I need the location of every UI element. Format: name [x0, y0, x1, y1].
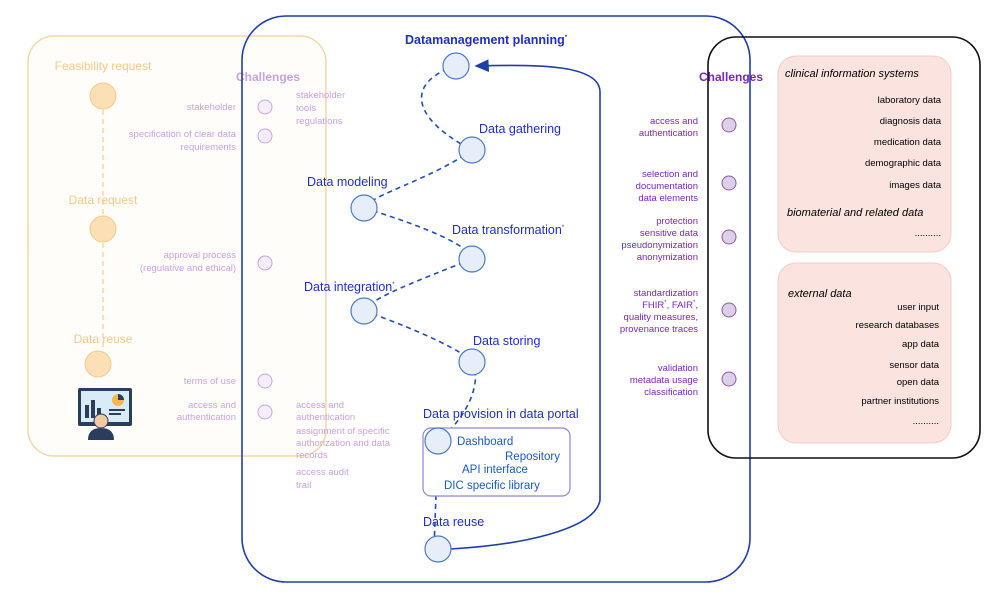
challenge-access: authentication — [177, 412, 236, 423]
data-portal-box — [422, 427, 571, 497]
subitem-assignment: records — [296, 450, 328, 461]
challenge-specification: requirements — [181, 142, 237, 153]
lifecycle-node-provision — [424, 427, 452, 455]
source-item: research databases — [856, 320, 940, 331]
challenge-terms-of-use: terms of use — [184, 376, 236, 387]
stage-data-reuse: Data reuse — [74, 332, 133, 346]
challenge-selection: selection and — [642, 169, 698, 180]
clinical-title: clinical information systems — [785, 68, 919, 80]
challenge-selection: data elements — [638, 193, 698, 204]
biomaterial-title: biomaterial and related data — [787, 207, 923, 219]
lifecycle-node-transformation — [458, 245, 486, 273]
challenge-protection: anonymization — [637, 252, 698, 263]
right-challenges-heading: Challenges — [699, 70, 763, 84]
portal-api-interface: API interface — [462, 464, 528, 476]
lifecycle-node-reuse — [424, 535, 452, 563]
step-planning: Datamanagement planning* — [405, 33, 568, 47]
stage-feasibility-request: Feasibility request — [55, 59, 152, 73]
challenge-validation: validation — [658, 363, 698, 374]
subitem-access: access and — [296, 400, 344, 411]
challenge-standardization: provenance traces — [620, 324, 698, 335]
challenge-marker — [257, 255, 273, 271]
stage-node — [89, 82, 117, 110]
lifecycle-frame — [241, 15, 751, 583]
step-reuse: Data reuse — [423, 515, 484, 529]
source-item: open data — [897, 377, 940, 388]
challenge-marker — [257, 404, 273, 420]
lifecycle-node-gathering — [458, 136, 486, 164]
source-item: sensor data — [889, 360, 939, 371]
challenge-stakeholder: stakeholder — [187, 102, 236, 113]
source-item: user input — [897, 302, 939, 313]
subitem-tools: tools — [296, 103, 316, 114]
left-challenges-heading: Challenges — [236, 70, 300, 84]
subitem-assignment: authorization and data — [296, 438, 391, 449]
challenge-specification: specification of clear data — [129, 129, 237, 140]
challenge-marker — [721, 117, 737, 133]
challenge-marker — [721, 302, 737, 318]
monitor-user-icon — [78, 388, 132, 440]
data-sources-panel — [707, 36, 981, 459]
challenge-standardization: quality measures, — [624, 312, 698, 323]
source-item: app data — [902, 339, 940, 350]
subitem-audit: access audit — [296, 467, 349, 478]
challenge-marker — [257, 128, 273, 144]
external-data-box — [777, 262, 952, 444]
subitem-access: authentication — [296, 412, 355, 423]
challenge-selection: documentation — [636, 181, 698, 192]
source-item: laboratory data — [878, 95, 942, 106]
challenge-protection: protection — [656, 216, 698, 227]
challenge-access: access and — [650, 116, 698, 127]
lifecycle-node-planning — [442, 52, 470, 80]
challenge-validation: classification — [644, 387, 698, 398]
portal-repository: Repository — [505, 451, 560, 463]
lifecycle-node-modeling — [350, 194, 378, 222]
challenge-access: authentication — [639, 128, 698, 139]
challenge-approval: (regulative and ethical) — [140, 263, 236, 274]
step-gathering: Data gathering — [479, 122, 561, 136]
challenge-protection: sensitive data — [640, 228, 699, 239]
step-transformation: Data transformation* — [452, 223, 565, 237]
lifecycle-path — [363, 65, 477, 550]
cycle-return-arrow — [450, 59, 601, 550]
source-item: partner institutions — [861, 396, 939, 407]
request-panel — [27, 35, 327, 457]
challenge-standardization: FHIR*, FAIR*, — [642, 300, 698, 311]
challenge-approval: approval process — [164, 250, 237, 261]
step-integration: Data integration* — [304, 280, 395, 294]
portal-dashboard: Dashboard — [457, 436, 513, 448]
portal-dic-library: DIC specific library — [444, 480, 540, 492]
subitem-stakeholder: stakeholder — [296, 90, 345, 101]
stage-data-request: Data request — [69, 193, 138, 207]
challenge-marker — [257, 373, 273, 389]
challenge-standardization: standardization — [634, 288, 698, 299]
challenge-marker — [721, 371, 737, 387]
step-storing: Data storing — [473, 334, 540, 348]
stage-node — [89, 215, 117, 243]
source-item: demographic data — [865, 158, 942, 169]
challenge-protection: pseudonymization — [621, 240, 698, 251]
stage-node — [84, 350, 112, 378]
source-item: diagnosis data — [880, 116, 942, 127]
challenge-marker — [721, 175, 737, 191]
step-provision: Data provision in data portal — [423, 407, 579, 421]
clinical-systems-box — [777, 55, 952, 253]
lifecycle-node-storing — [458, 348, 486, 376]
lifecycle-node-integration — [350, 297, 378, 325]
more-ellipsis: .......... — [913, 416, 939, 427]
challenge-access: access and — [188, 400, 236, 411]
subitem-regulations: regulations — [296, 116, 343, 127]
subitem-assignment: assignment of specific — [296, 426, 390, 437]
step-modeling: Data modeling — [307, 175, 388, 189]
challenge-marker — [257, 99, 273, 115]
subitem-audit: trail — [296, 480, 311, 491]
challenge-validation: metadata usage — [630, 375, 698, 386]
more-ellipsis: .......... — [915, 228, 941, 239]
external-title: external data — [788, 288, 852, 300]
source-item: medication data — [874, 137, 942, 148]
challenge-marker — [721, 229, 737, 245]
source-item: images data — [889, 180, 941, 191]
